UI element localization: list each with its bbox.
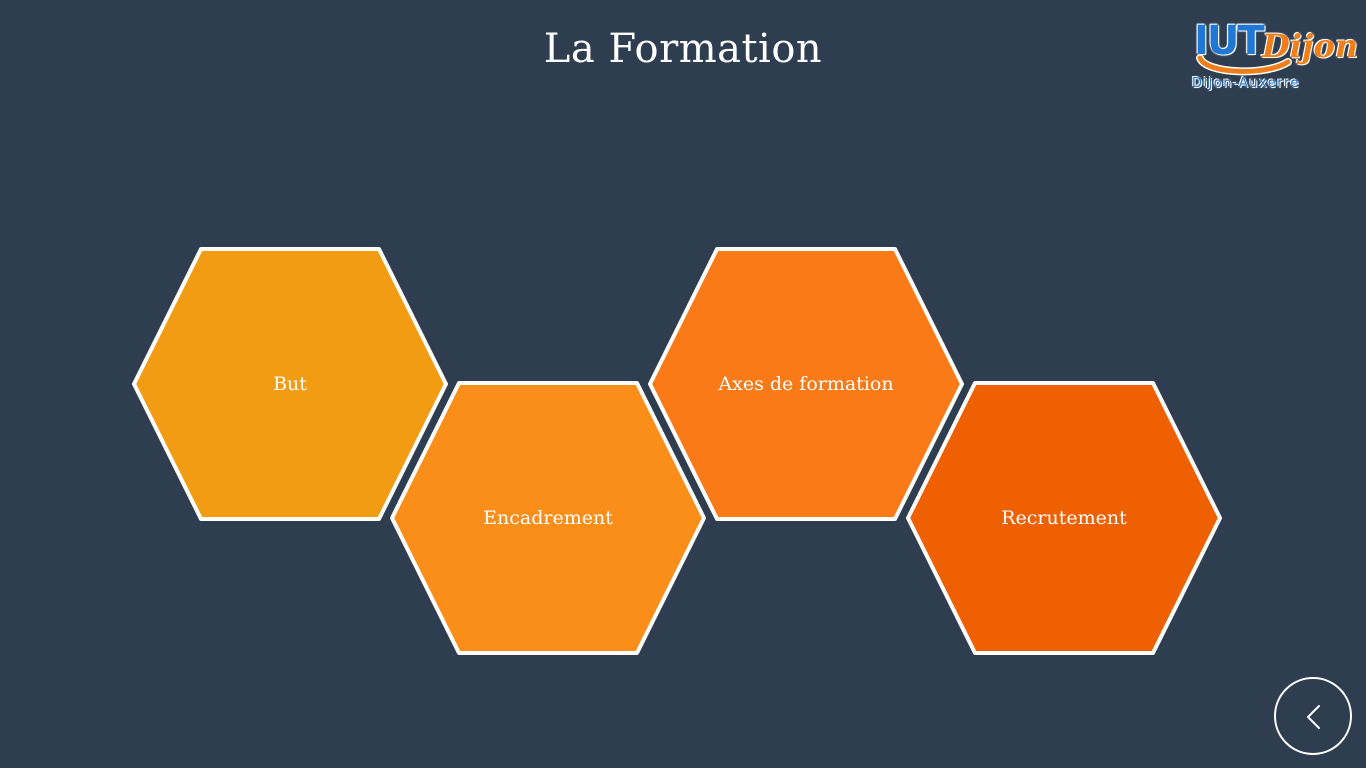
hex-but[interactable]: But <box>132 247 448 521</box>
hex-encadrement[interactable]: Encadrement <box>390 381 706 655</box>
back-button[interactable] <box>1274 677 1352 755</box>
logo-city: Dijon <box>1262 27 1359 65</box>
hexagon-shape <box>906 381 1222 655</box>
iut-dijon-logo: IUT Dijon Dijon-Auxerre <box>1186 14 1358 96</box>
hex-label-but: But <box>273 373 307 395</box>
hex-axes-de-formation[interactable]: Axes de formation <box>648 247 964 521</box>
hexagon-shape <box>648 247 964 521</box>
hex-label-encadrement: Encadrement <box>483 507 613 529</box>
logo-subtitle: Dijon-Auxerre <box>1192 76 1300 91</box>
hex-label-axes-de-formation: Axes de formation <box>718 373 894 395</box>
logo-swoosh-icon <box>1196 54 1292 76</box>
hexagon-shape <box>390 381 706 655</box>
slide-title: La Formation <box>543 26 823 72</box>
hexagon-shape <box>132 247 448 521</box>
hex-label-recrutement: Recrutement <box>1001 507 1127 529</box>
logo-wordmark: IUT <box>1194 18 1265 64</box>
hex-recrutement[interactable]: Recrutement <box>906 381 1222 655</box>
chevron-left-icon <box>1307 705 1320 729</box>
